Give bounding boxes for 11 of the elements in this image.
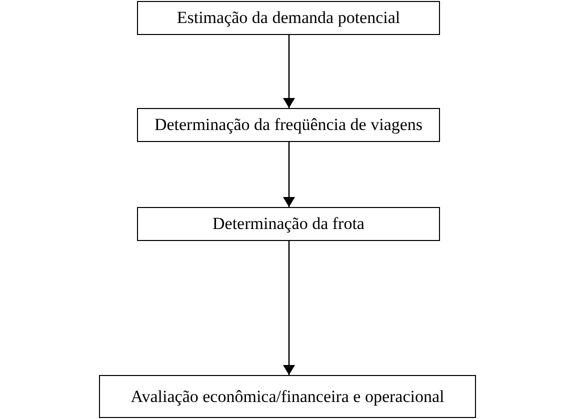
box-label: Determinação da frota (212, 213, 364, 236)
box-label: Estimação da demanda potencial (176, 7, 400, 30)
arrow (283, 35, 295, 108)
process-box (137, 108, 440, 142)
arrow (283, 142, 295, 207)
arrow (283, 241, 295, 375)
process-box (137, 1, 440, 35)
process-box (137, 207, 440, 241)
process-box (99, 375, 476, 418)
box-label: Avaliação econômica/financeira e operacional (130, 386, 444, 408)
box-label: Determinação da freqüência de viagens (154, 114, 423, 136)
